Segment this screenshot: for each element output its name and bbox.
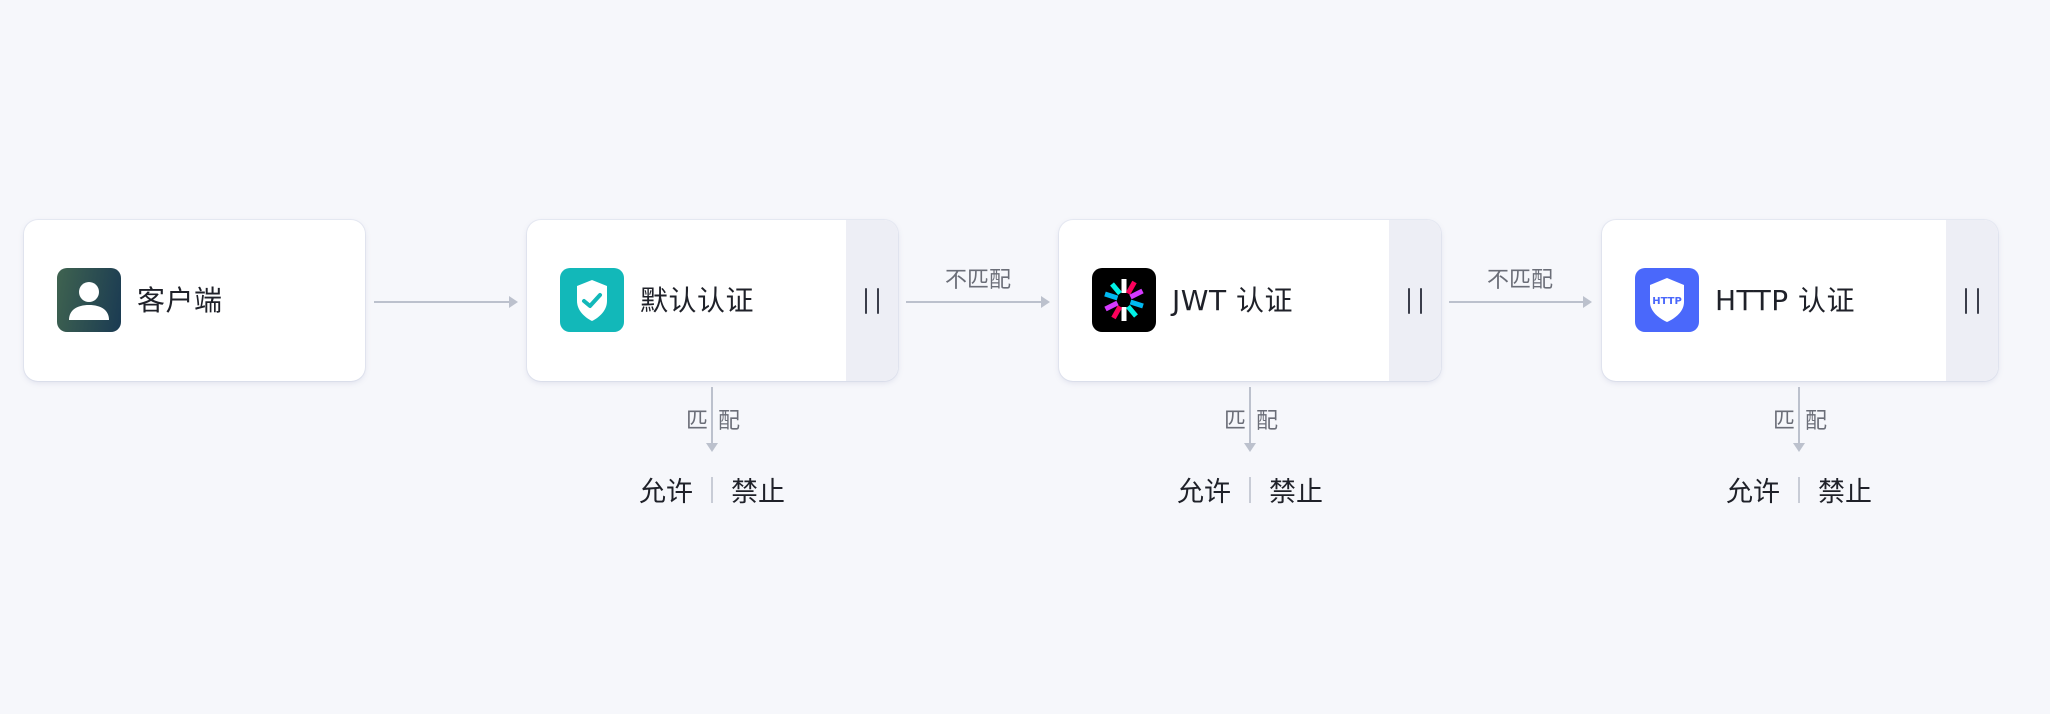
grip-bar-icon [865, 287, 867, 314]
grip-bar-icon [1420, 287, 1422, 314]
divider [711, 476, 713, 503]
http-shield-icon: HTTP [1635, 268, 1699, 332]
deny-action[interactable]: 禁止 [731, 477, 785, 508]
drag-handle[interactable] [846, 220, 898, 381]
drag-handle[interactable] [1946, 220, 1998, 381]
grip-bar-icon [1977, 287, 1979, 314]
user-icon [57, 268, 121, 332]
node-label: HTTP 认证 [1715, 284, 1856, 317]
branch-actions-default: 允许 禁止 [639, 470, 785, 509]
grip-bar-icon [1965, 287, 1967, 314]
shield-check-icon [560, 268, 624, 332]
edge-jwt-to-http [1449, 296, 1592, 308]
node-client[interactable]: 客户端 [24, 220, 365, 381]
grip-bar-icon [1408, 287, 1410, 314]
branch-line-jwt [1244, 387, 1256, 452]
edge-label-no-match: 不匹配 [944, 268, 1012, 293]
branch-label-match: 匹配 [685, 409, 751, 434]
branch-label-match: 匹配 [1223, 409, 1289, 434]
allow-action[interactable]: 允许 [1726, 477, 1780, 508]
node-label: 默认认证 [640, 284, 755, 317]
divider [1249, 476, 1251, 503]
allow-action[interactable]: 允许 [1177, 477, 1231, 508]
node-label: 客户端 [137, 284, 223, 317]
branch-actions-jwt: 允许 禁止 [1177, 470, 1323, 509]
node-http-auth[interactable]: HTTP HTTP 认证 [1602, 220, 1998, 381]
deny-action[interactable]: 禁止 [1818, 477, 1872, 508]
edge-client-to-default [374, 296, 518, 308]
branch-line-http [1793, 387, 1805, 452]
drag-handle[interactable] [1389, 220, 1441, 381]
divider [1798, 476, 1800, 503]
node-label: JWT 认证 [1172, 284, 1293, 317]
jwt-logo-icon [1092, 268, 1156, 332]
edge-default-to-jwt [906, 296, 1050, 308]
node-jwt-auth[interactable]: JWT 认证 [1059, 220, 1441, 381]
allow-action[interactable]: 允许 [639, 477, 693, 508]
node-default-auth[interactable]: 默认认证 [527, 220, 898, 381]
svg-text:HTTP: HTTP [1652, 296, 1682, 307]
branch-label-match: 匹配 [1772, 409, 1838, 434]
branch-line-default [706, 387, 718, 452]
branch-actions-http: 允许 禁止 [1726, 470, 1872, 509]
edge-label-no-match: 不匹配 [1486, 268, 1554, 293]
grip-bar-icon [877, 287, 879, 314]
deny-action[interactable]: 禁止 [1269, 477, 1323, 508]
